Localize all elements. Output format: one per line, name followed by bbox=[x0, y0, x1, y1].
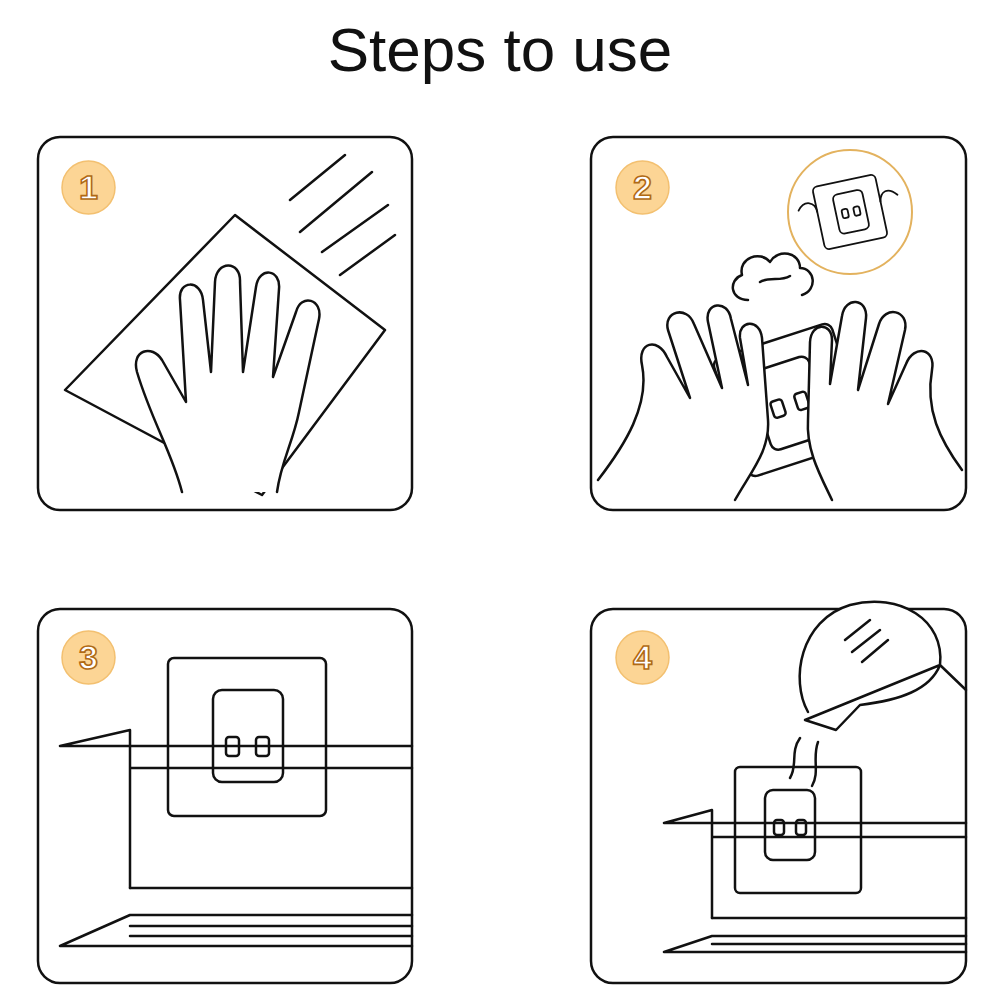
step-number: 3 bbox=[61, 630, 116, 685]
step-badge: 2 bbox=[615, 160, 670, 215]
step-badge: 4 bbox=[615, 630, 670, 685]
dryer-illustration bbox=[664, 602, 966, 952]
step-number: 4 bbox=[615, 630, 670, 685]
panel-frame bbox=[38, 609, 412, 983]
step-badge: 1 bbox=[61, 160, 116, 215]
wipe-illustration bbox=[65, 155, 395, 495]
step-badge: 3 bbox=[61, 630, 116, 685]
panel-frame bbox=[38, 137, 412, 510]
peel-illustration bbox=[598, 150, 962, 500]
panel-frame bbox=[591, 137, 966, 510]
step-number: 2 bbox=[615, 160, 670, 215]
page-title: Steps to use bbox=[0, 14, 1000, 85]
mount-illustration bbox=[60, 658, 412, 946]
step-number: 1 bbox=[61, 160, 116, 215]
